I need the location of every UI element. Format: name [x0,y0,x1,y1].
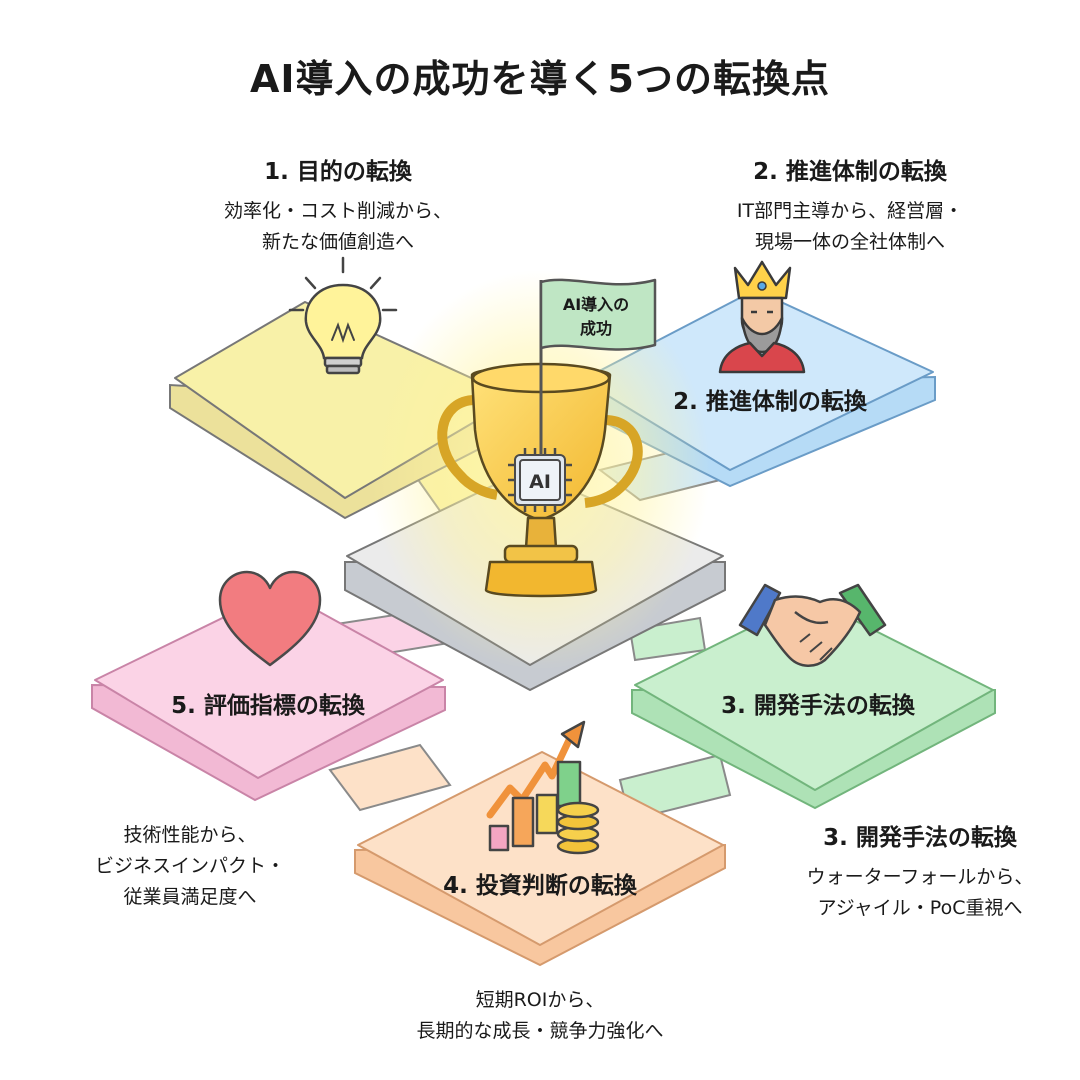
flag-label-line1: AI導入の [563,295,629,314]
king-icon [718,260,806,374]
connector-peach [328,743,452,812]
ai-chip-icon [508,448,572,512]
callout-3: 3. 開発手法の転換 ウォーターフォールから、 アジャイル・PoC重視へ [770,818,1070,924]
tile-5-label: 5. 評価指標の転換 [171,693,365,719]
tile-5-top [94,589,444,779]
flag-cloth [539,278,657,351]
callout-4: 短期ROIから、 長期的な成長・競争力強化へ [360,985,720,1047]
callout-3-heading: 3. 開発手法の転換 [823,825,1017,851]
callout-5-line-1: 技術性能から、 [123,824,257,846]
callout-2-line-2: 現場一体の全社体制へ [754,231,945,253]
callout-2-line-1: IT部門主導から、経営層・ [736,200,964,222]
callout-5-line-2: ビジネスインパクト・ [94,855,285,877]
growth-chart-icon [486,720,600,855]
flag-label-line2: 成功 [580,319,612,338]
tile-4 [354,751,726,967]
tile-5 [91,589,446,802]
callout-1-heading: 1. 目的の転換 [264,159,412,185]
light-bulb-icon [288,256,398,375]
tile-2-label: 2. 推進体制の転換 [673,389,867,415]
callout-5-line-3: 従業員満足度へ [123,886,257,908]
page-title: AI導入の成功を導く5つの転換点 [250,57,830,101]
callout-3-line-1: ウォーターフォールから、 [806,866,1034,888]
heart-icon [218,570,322,667]
callout-2-heading: 2. 推進体制の転換 [753,159,947,185]
callout-2: 2. 推進体制の転換 IT部門主導から、経営層・ 現場一体の全社体制へ [680,152,1020,258]
tile-3-label: 3. 開発手法の転換 [721,693,915,719]
tile-4-top [357,751,724,946]
callout-1-line-2: 新たな価値創造へ [261,231,414,253]
callout-4-line-2: 長期的な成長・競争力強化へ [416,1020,664,1042]
callout-1-line-1: 効率化・コスト削減から、 [223,200,452,222]
tile-4-label: 4. 投資判断の転換 [443,873,637,899]
callout-3-line-2: アジャイル・PoC重視へ [817,897,1023,919]
callout-4-line-1: 短期ROIから、 [475,989,605,1011]
callout-1: 1. 目的の転換 効率化・コスト削減から、 新たな価値創造へ [178,152,498,258]
flag [539,278,657,455]
tile-3 [631,597,996,810]
chip-label: AI [529,471,551,493]
handshake-icon [738,583,887,667]
callout-5: 技術性能から、 ビジネスインパクト・ 従業員満足度へ [40,820,340,913]
